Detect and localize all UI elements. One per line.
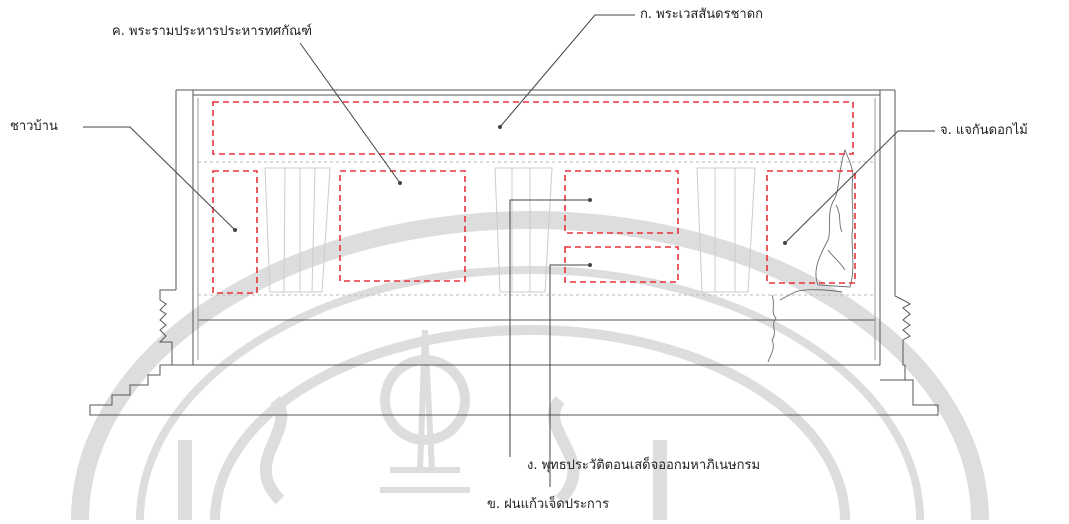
- label-d-buddha-life: ง. พุทธประวัติตอนเสด็จออกมหาภิเนษกรม: [527, 458, 761, 473]
- zone-d-buddha-life: [564, 170, 679, 234]
- leader-a: [499, 14, 635, 128]
- zone-b-seven-gems: [564, 246, 679, 283]
- leader-c: [299, 42, 401, 184]
- leader-d: [509, 199, 590, 457]
- label-e-flower-vase: จ. แจกันดอกไม้: [940, 123, 1028, 138]
- zone-c-rama: [339, 170, 466, 282]
- label-b-seven-gems: ข. ฝนแก้วเจ็ดประการ: [487, 497, 610, 512]
- base-ornament: [767, 289, 843, 363]
- wall-outline: [89, 89, 939, 416]
- window-openings: [264, 167, 756, 293]
- leader-lines: [83, 14, 935, 487]
- leader-e: [784, 130, 935, 244]
- label-c-rama: ค. พระรามประหารประหารทศกัณฑ์: [112, 24, 313, 39]
- mural-zones: [212, 101, 856, 294]
- label-villagers: ชาวบ้าน: [10, 119, 58, 134]
- leader-villagers: [83, 126, 236, 231]
- leader-b: [549, 264, 590, 487]
- label-a-vessantara: ก. พระเวสสันดรชาดก: [640, 7, 764, 22]
- zone-e-flower-vase: [766, 170, 856, 284]
- zone-villagers: [212, 170, 258, 294]
- zone-a-vessantara: [212, 101, 854, 155]
